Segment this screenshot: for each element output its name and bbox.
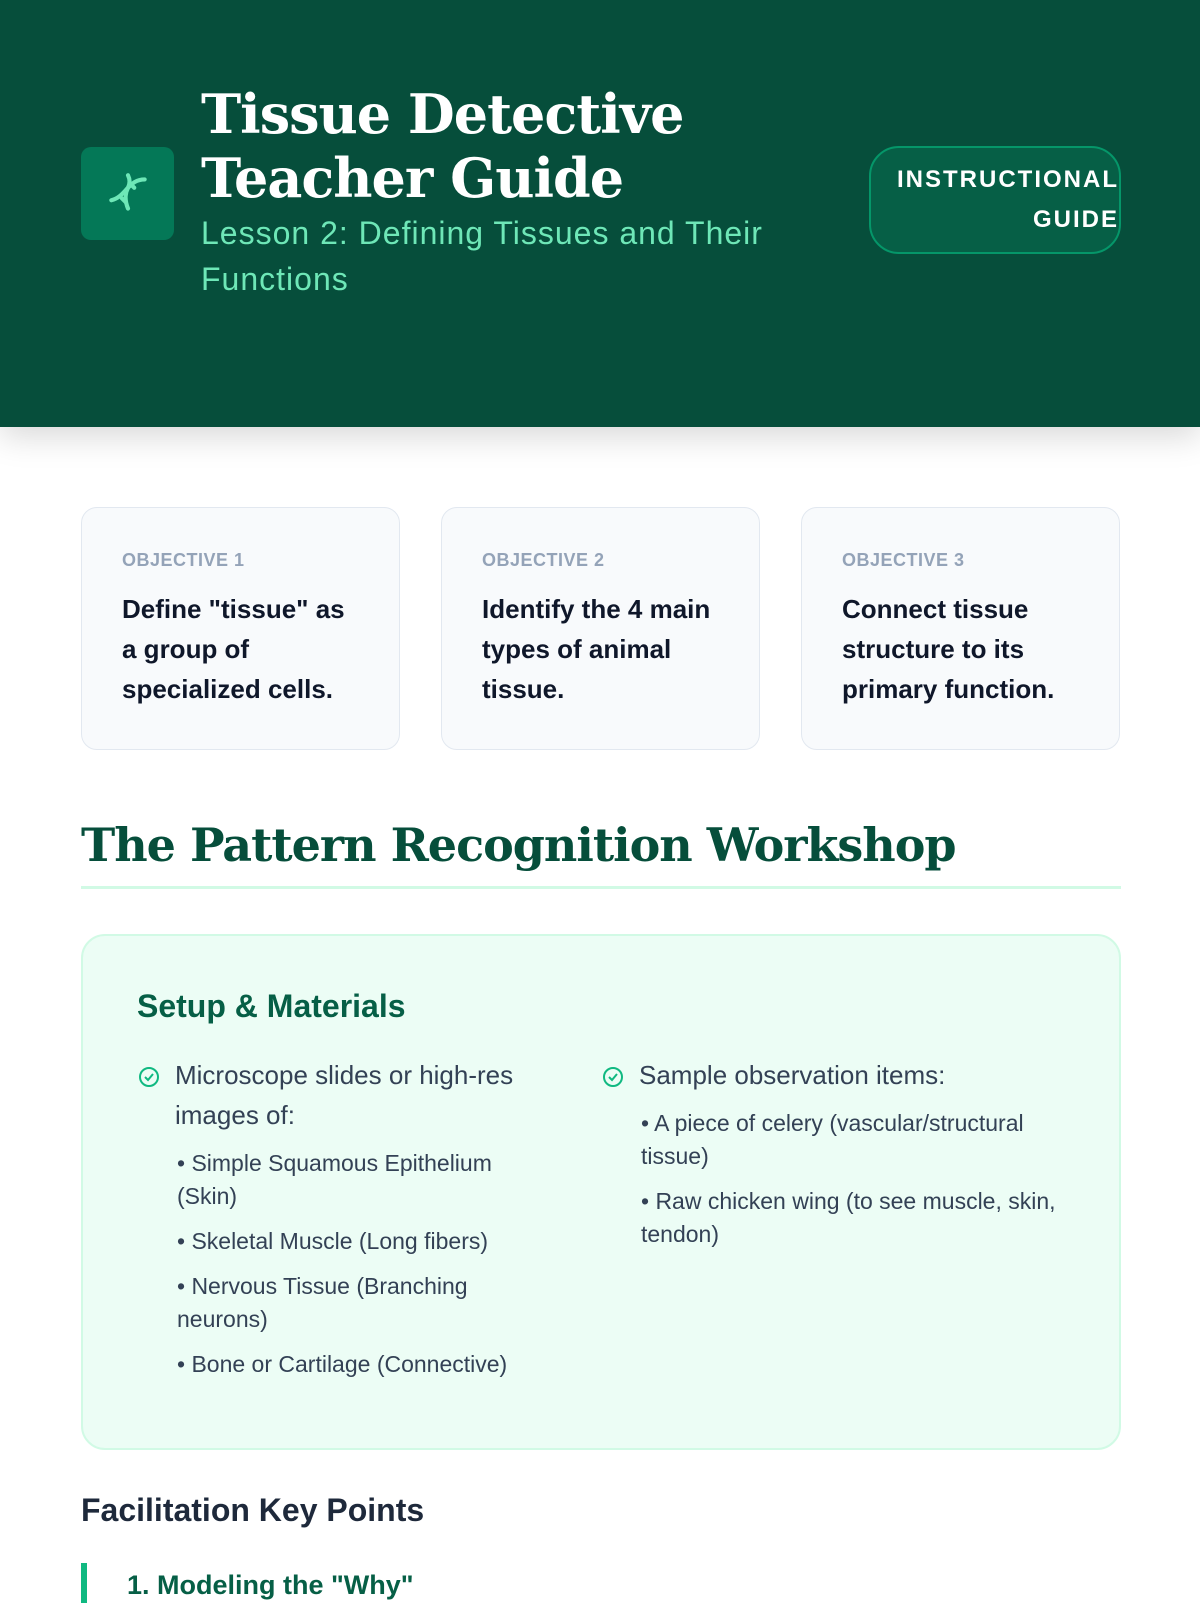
section-title: The Pattern Recognition Workshop (81, 818, 1121, 889)
key-point-heading: 1. Modeling the "Why" (81, 1563, 414, 1603)
sub-item: • Bone or Cartilage (Connective) (177, 1351, 508, 1377)
sub-item: • Simple Squamous Epithelium (Skin) (177, 1150, 492, 1209)
sub-item: • Raw chicken wing (to see muscle, skin,… (641, 1188, 1056, 1247)
objective-label: OBJECTIVE 3 (842, 550, 965, 570)
guide-badge: INSTRUCTIONAL GUIDE (869, 146, 1121, 254)
title-line-1: Tissue Detective (201, 82, 684, 146)
objective-card: OBJECTIVE 1 Define "tissue" as a group of… (81, 507, 400, 750)
sub-item: • Nervous Tissue (Branching neurons) (177, 1273, 468, 1332)
dna-icon (108, 172, 147, 211)
setup-panel: Setup & Materials Microscope slides or h… (81, 934, 1121, 1450)
subtitle: Lesson 2: Defining Tissues and Their Fun… (201, 215, 763, 297)
logo (81, 147, 174, 240)
objective-card: OBJECTIVE 2 Identify the 4 main types of … (441, 507, 760, 750)
objective-label: OBJECTIVE 1 (122, 550, 245, 570)
objective-text: Identify the 4 main types of animal tiss… (482, 594, 711, 704)
materials-item: Sample observation items: (639, 1060, 946, 1090)
title-line-2: Teacher Guide (201, 146, 624, 210)
materials-item: Microscope slides or high-res images of: (175, 1060, 514, 1130)
sub-item: • A piece of celery (vascular/structural… (641, 1110, 1024, 1169)
sub-item: • Skeletal Muscle (Long fibers) (177, 1228, 489, 1254)
objective-text: Define "tissue" as a group of specialize… (122, 594, 345, 704)
objective-text: Connect tissue structure to its primary … (842, 594, 1055, 704)
key-points-title: Facilitation Key Points (81, 1492, 425, 1528)
check-circle-icon (139, 1067, 159, 1087)
check-circle-icon (603, 1067, 623, 1087)
objective-label: OBJECTIVE 2 (482, 550, 605, 570)
setup-title: Setup & Materials (137, 988, 406, 1024)
objective-card: OBJECTIVE 3 Connect tissue structure to i… (801, 507, 1120, 750)
header: Tissue Detective Teacher Guide Lesson 2:… (0, 0, 1200, 427)
